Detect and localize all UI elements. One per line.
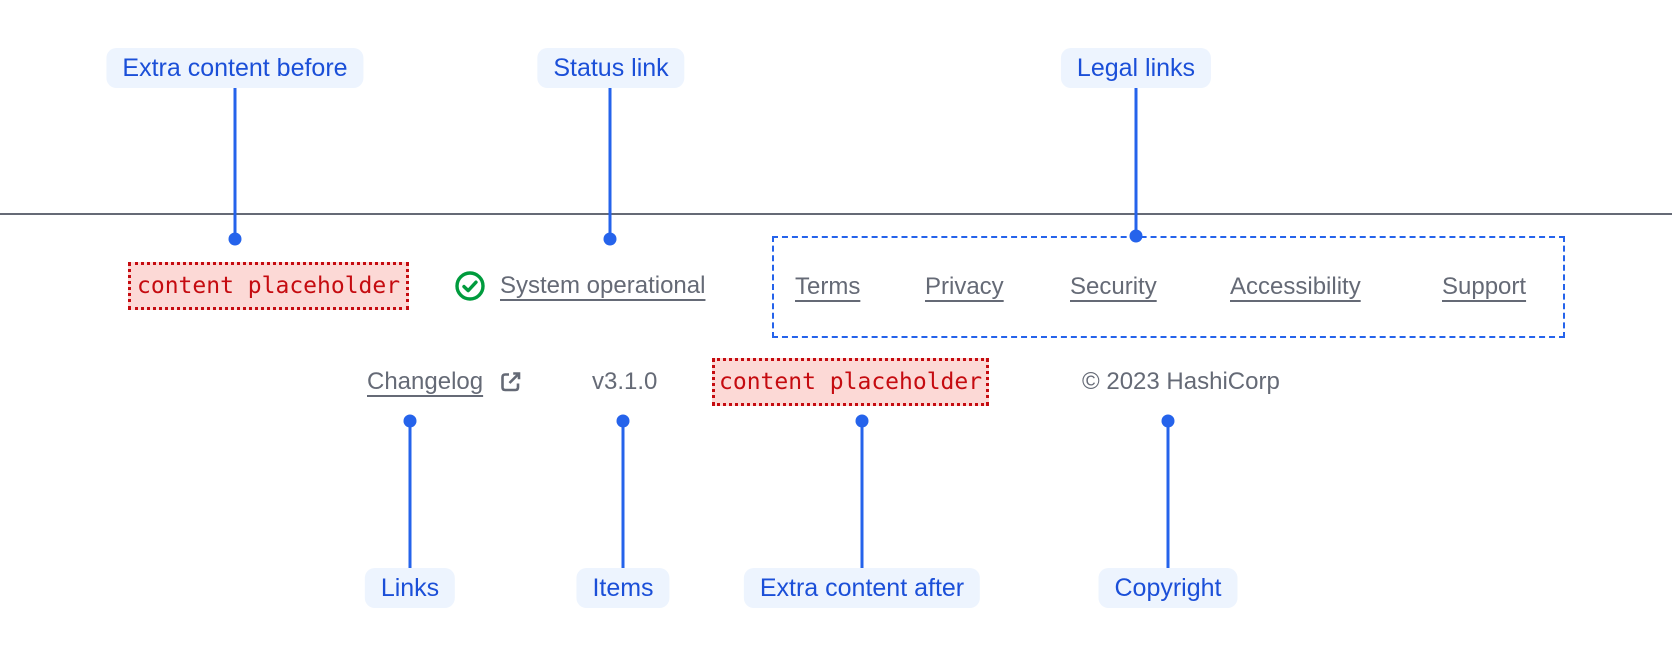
legal-link-accessibility[interactable]: Accessibility xyxy=(1230,273,1361,300)
annotation-label-extra-content-before: Extra content before xyxy=(106,48,364,88)
annotation-dot-legal-links xyxy=(1129,229,1143,243)
legal-link-security[interactable]: Security xyxy=(1070,273,1157,300)
extra-content-before-placeholder: content placeholder xyxy=(128,262,410,310)
changelog-link[interactable]: Changelog xyxy=(367,368,484,395)
annotation-label-status-link: Status link xyxy=(537,48,685,88)
annotation-line-copyright xyxy=(1166,421,1170,568)
annotation-line-items xyxy=(621,421,625,568)
footer-links-group[interactable]: Changelog xyxy=(367,358,525,406)
annotation-label-copyright: Copyright xyxy=(1098,568,1238,608)
annotation-line-status-link xyxy=(608,88,612,239)
annotation-dot-items xyxy=(616,414,630,428)
annotation-label-items: Items xyxy=(576,568,670,608)
copyright-text: © 2023 HashiCorp xyxy=(1082,368,1280,395)
check-circle-icon xyxy=(454,270,486,302)
annotation-label-legal-links: Legal links xyxy=(1060,48,1212,88)
status-link-group[interactable]: System operational xyxy=(454,262,705,310)
status-link[interactable]: System operational xyxy=(500,272,706,299)
legal-link-terms[interactable]: Terms xyxy=(795,273,861,300)
copyright-text-group: © 2023 HashiCorp xyxy=(1082,358,1280,406)
annotation-label-links: Links xyxy=(364,568,456,608)
annotation-dot-copyright xyxy=(1161,414,1175,428)
annotation-dot-status-link xyxy=(603,232,617,246)
legal-links-region: Terms Privacy Security Accessibility Sup… xyxy=(772,236,1565,338)
legal-link-support[interactable]: Support xyxy=(1442,273,1527,300)
annotation-line-legal-links xyxy=(1134,88,1138,236)
annotation-line-extra-content-after xyxy=(860,421,864,568)
external-link-icon xyxy=(497,368,525,396)
legal-link-privacy[interactable]: Privacy xyxy=(925,273,1004,300)
annotation-line-links xyxy=(408,421,412,568)
annotation-dot-extra-content-before xyxy=(228,232,242,246)
annotation-label-extra-content-after: Extra content after xyxy=(743,568,981,608)
version-text: v3.1.0 xyxy=(592,368,658,395)
footer-top-divider xyxy=(0,213,1672,215)
annotation-dot-links xyxy=(403,414,417,428)
version-item: v3.1.0 xyxy=(592,358,657,406)
extra-content-after-placeholder: content placeholder xyxy=(712,358,990,406)
annotation-dot-extra-content-after xyxy=(855,414,869,428)
annotation-line-extra-content-before xyxy=(233,88,237,239)
